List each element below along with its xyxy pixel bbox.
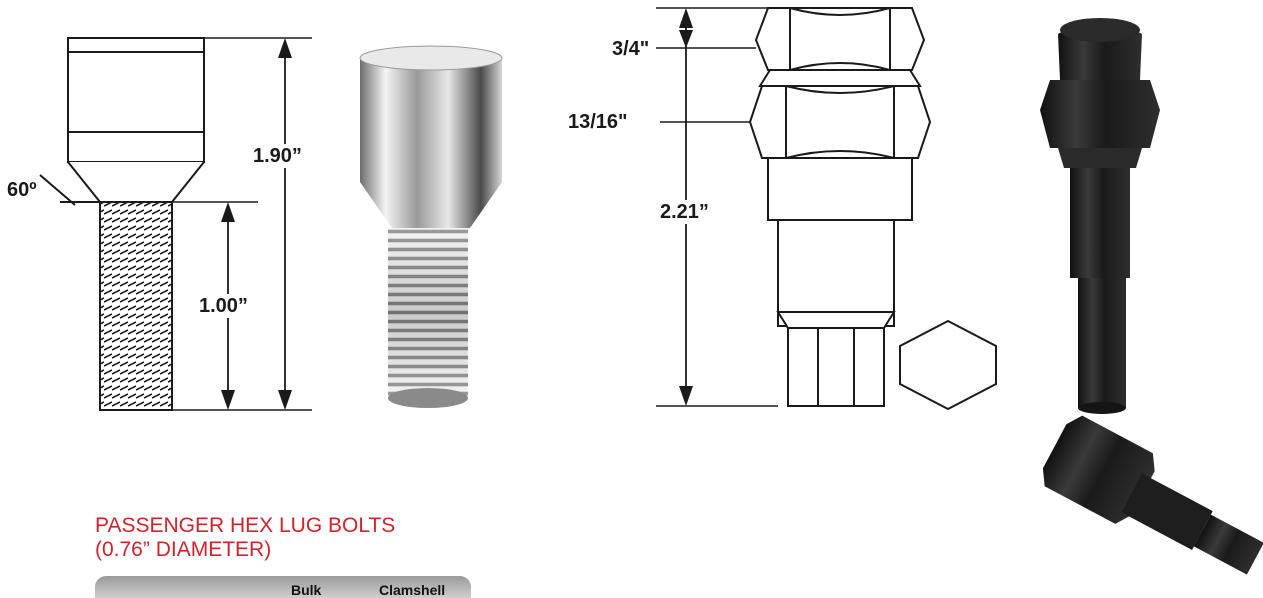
product-heading-line1: PASSENGER HEX LUG BOLTS — [95, 514, 396, 537]
key-line-drawing — [656, 7, 997, 411]
product-heading: PASSENGER HEX LUG BOLTS (0.76” DIAMETER) — [95, 514, 395, 562]
column-header-bulk: Bulk — [291, 582, 322, 598]
product-heading-line2: (0.76” DIAMETER) — [95, 538, 272, 561]
angle-label: 60º — [4, 178, 40, 202]
chrome-bolt-image — [359, 45, 503, 408]
key-overall-length-label: 2.21” — [657, 200, 712, 224]
spec-table-header: Bulk Clamshell — [95, 576, 471, 598]
bolt-line-drawing — [39, 37, 312, 411]
large-hex-size-label: 13/16" — [565, 110, 631, 134]
black-key-image — [1040, 18, 1263, 575]
small-hex-size-label: 3/4" — [609, 37, 653, 61]
bolt-thread-length-label: 1.00” — [196, 294, 251, 318]
bolt-overall-length-label: 1.90” — [250, 144, 305, 168]
column-header-clamshell: Clamshell — [379, 582, 446, 598]
